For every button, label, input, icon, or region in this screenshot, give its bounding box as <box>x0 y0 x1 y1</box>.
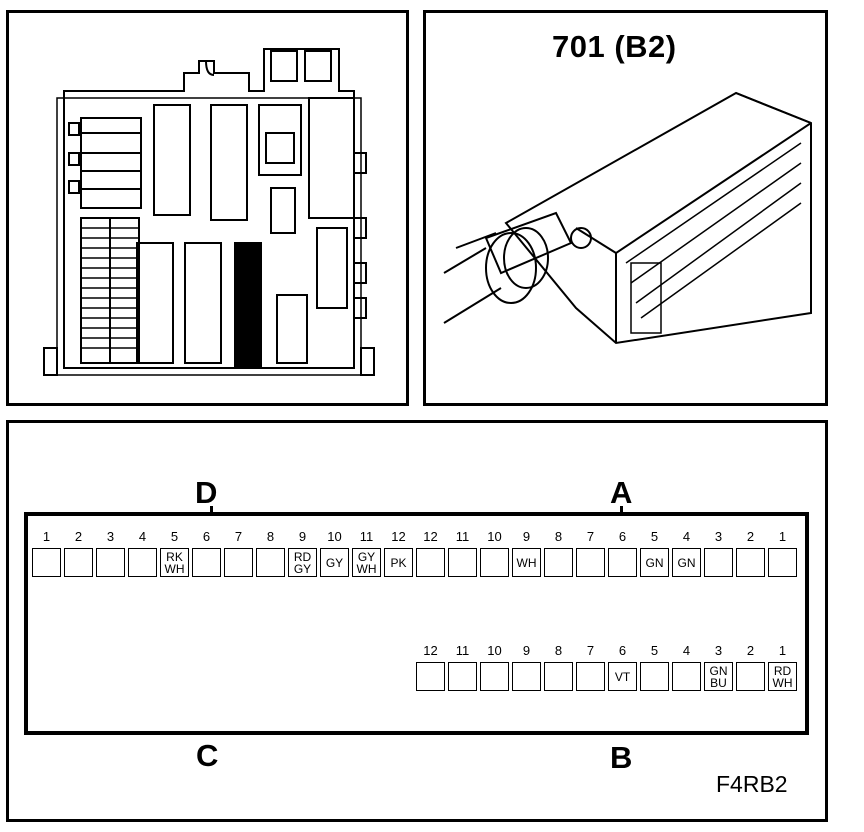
section-d-pin-cell: RK WH <box>160 548 189 577</box>
section-d-pin-cell <box>64 548 93 577</box>
section-d-pin-cell <box>192 548 221 577</box>
section-a-pin-cell: GN <box>672 548 701 577</box>
section-b-pin-cell <box>736 662 765 691</box>
section-b-pin-number: 3 <box>714 643 723 658</box>
section-b-pin-cell <box>672 662 701 691</box>
section-d-pin-number: 5 <box>170 529 179 544</box>
pinout-panel <box>6 420 828 822</box>
section-b-pin-number: 11 <box>455 643 470 658</box>
section-d-pin-cell: RD GY <box>288 548 317 577</box>
section-b-pin-number: 2 <box>746 643 755 658</box>
section-b-pin-cell <box>544 662 573 691</box>
section-d-pin-number: 6 <box>202 529 211 544</box>
section-b-pin-cell <box>512 662 541 691</box>
section-d-pin-cell: PK <box>384 548 413 577</box>
section-divider-tick-a <box>620 506 623 516</box>
section-d-pin-cell <box>96 548 125 577</box>
section-a-pin-number: 2 <box>746 529 755 544</box>
section-d-wire-color: RD GY <box>293 549 312 576</box>
section-a-pin-number: 7 <box>586 529 595 544</box>
section-d-pin-number: 4 <box>138 529 147 544</box>
section-a-pin-number: 10 <box>487 529 502 544</box>
connector-drawing <box>443 91 812 345</box>
section-a-wire-color: GN <box>677 555 696 570</box>
section-a-pin-number: 6 <box>618 529 627 544</box>
section-a-pin-cell <box>768 548 797 577</box>
section-a-wire-color: GN <box>645 555 664 570</box>
section-d-pin-cell <box>256 548 285 577</box>
section-b-pin-number: 4 <box>682 643 691 658</box>
connector-illustration-panel: 701 (B2) <box>423 10 828 406</box>
section-a-pin-number: 1 <box>778 529 787 544</box>
section-label-a: A <box>610 475 633 510</box>
section-a-pin-cell <box>416 548 445 577</box>
fusebox-illustration-panel <box>6 10 409 406</box>
section-label-c: C <box>196 738 219 773</box>
section-a-pin-cell: WH <box>512 548 541 577</box>
section-a-pin-number: 9 <box>522 529 531 544</box>
section-a-pin-number: 8 <box>554 529 563 544</box>
section-d-pin-number: 7 <box>234 529 243 544</box>
connector-title: 701 (B2) <box>552 29 677 64</box>
section-b-pin-cell: VT <box>608 662 637 691</box>
section-d-pin-number: 8 <box>266 529 275 544</box>
section-b-pin-number: 8 <box>554 643 563 658</box>
section-b-pin-number: 7 <box>586 643 595 658</box>
section-b-pin-cell <box>480 662 509 691</box>
section-b-wire-color: GN BU <box>709 663 728 690</box>
section-a-wire-color: WH <box>516 555 537 570</box>
section-a-pin-number: 12 <box>423 529 438 544</box>
section-a-pin-number: 11 <box>455 529 470 544</box>
section-b-pin-cell <box>576 662 605 691</box>
section-b-pin-number: 6 <box>618 643 627 658</box>
section-a-pin-cell <box>704 548 733 577</box>
section-a-pin-number: 4 <box>682 529 691 544</box>
section-b-pin-cell <box>448 662 477 691</box>
section-b-wire-color: VT <box>614 669 631 684</box>
section-d-pin-number: 11 <box>359 529 374 544</box>
section-b-pin-cell <box>416 662 445 691</box>
section-a-pin-cell <box>576 548 605 577</box>
section-d-wire-color: PK <box>390 555 407 570</box>
section-d-pin-number: 3 <box>106 529 115 544</box>
section-b-pin-number: 10 <box>487 643 502 658</box>
section-b-pin-number: 12 <box>423 643 438 658</box>
section-divider-tick-d <box>210 506 213 516</box>
section-a-pin-cell <box>544 548 573 577</box>
section-b-pin-cell: RD WH <box>768 662 797 691</box>
section-d-pin-number: 10 <box>327 529 342 544</box>
section-b-pin-cell: GN BU <box>704 662 733 691</box>
section-d-pin-number: 1 <box>42 529 51 544</box>
section-d-wire-color: GY <box>325 555 344 570</box>
section-d-pin-cell <box>32 548 61 577</box>
section-a-pin-number: 5 <box>650 529 659 544</box>
section-d-wire-color: GY WH <box>356 549 377 576</box>
section-d-pin-number: 12 <box>391 529 406 544</box>
section-d-pin-cell: GY WH <box>352 548 381 577</box>
section-b-pin-number: 5 <box>650 643 659 658</box>
figure-code: F4RB2 <box>716 771 788 797</box>
section-b-pin-number: 1 <box>778 643 787 658</box>
section-a-pin-cell <box>608 548 637 577</box>
section-a-pin-cell <box>448 548 477 577</box>
section-b-wire-color: RD WH <box>772 663 793 690</box>
section-d-pin-cell <box>224 548 253 577</box>
section-a-pin-cell <box>480 548 509 577</box>
section-label-d: D <box>195 475 218 510</box>
section-d-pin-number: 2 <box>74 529 83 544</box>
section-d-pin-cell: GY <box>320 548 349 577</box>
section-label-b: B <box>610 740 633 775</box>
section-a-pin-number: 3 <box>714 529 723 544</box>
section-a-pin-cell <box>736 548 765 577</box>
connector-face-outline <box>24 512 809 735</box>
section-a-pin-cell: GN <box>640 548 669 577</box>
section-d-pin-number: 9 <box>298 529 307 544</box>
section-d-wire-color: RK WH <box>164 549 185 576</box>
section-b-pin-cell <box>640 662 669 691</box>
section-b-pin-number: 9 <box>522 643 531 658</box>
fusebox-drawing <box>43 48 375 376</box>
section-d-pin-cell <box>128 548 157 577</box>
